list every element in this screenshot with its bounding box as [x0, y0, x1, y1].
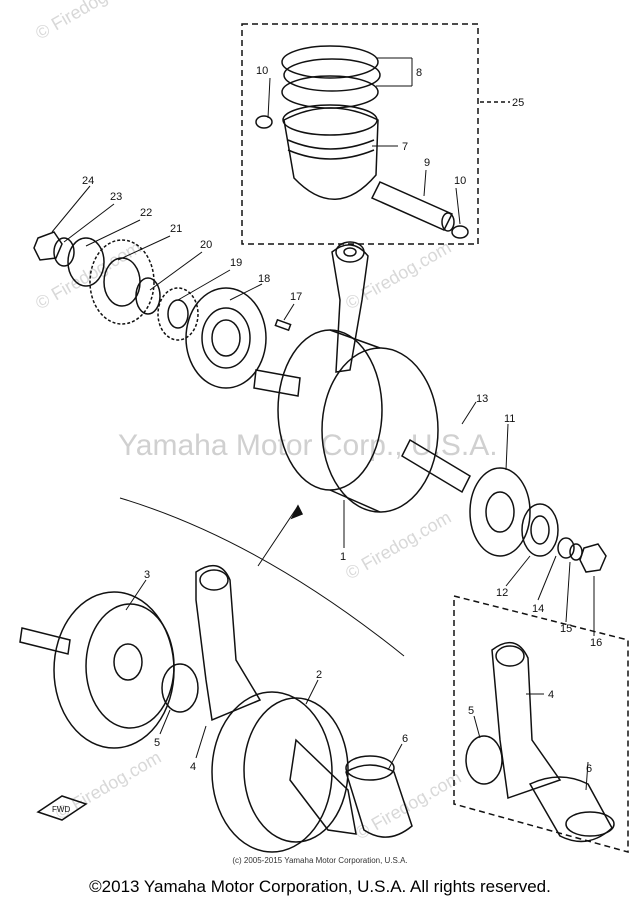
callout-17: 17 — [290, 291, 302, 303]
fwd-label: FWD — [52, 805, 70, 814]
callout-labels: 10 8 25 7 9 10 24 23 22 21 20 19 18 17 1… — [82, 65, 602, 775]
callout-19: 19 — [230, 257, 242, 269]
callout-16: 16 — [590, 637, 602, 649]
watermark-site: © Firedog.com — [342, 507, 454, 583]
watermark-layer: © Firedog.com © Firedog.com © Firedog.co… — [32, 0, 498, 843]
callout-14: 14 — [532, 603, 544, 615]
watermark-site: © Firedog.com — [32, 0, 144, 43]
callout-5: 5 — [154, 737, 160, 749]
callout-leaders — [51, 57, 595, 791]
footer-copyright: ©2013 Yamaha Motor Corporation, U.S.A. A… — [89, 877, 551, 896]
crankshaft-main — [253, 241, 607, 573]
rod-assembly-group — [453, 595, 629, 853]
watermark-site: © Firedog.com — [352, 767, 464, 843]
callout-5b: 5 — [468, 705, 474, 717]
callout-9: 9 — [424, 157, 430, 169]
callout-21: 21 — [170, 223, 182, 235]
callout-4b: 4 — [548, 689, 554, 701]
callout-12: 12 — [496, 587, 508, 599]
callout-7: 7 — [402, 141, 408, 153]
crankshaft-exploded-lower — [19, 497, 413, 853]
callout-15: 15 — [560, 623, 572, 635]
callout-10: 10 — [256, 65, 268, 77]
callout-11: 11 — [504, 413, 515, 425]
callout-23: 23 — [110, 191, 122, 203]
callout-18: 18 — [258, 273, 270, 285]
piston-assembly-group — [241, 23, 510, 245]
callout-22: 22 — [140, 207, 152, 219]
watermark-site: © Firedog.com — [32, 237, 144, 313]
callout-3: 3 — [144, 569, 150, 581]
callout-6: 6 — [402, 733, 408, 745]
callout-25: 25 — [512, 97, 524, 109]
fwd-arrow: FWD — [36, 795, 88, 821]
callout-20: 20 — [200, 239, 212, 251]
callout-8: 8 — [416, 67, 422, 79]
callout-24: 24 — [82, 175, 94, 187]
callout-13: 13 — [476, 393, 488, 405]
callout-2: 2 — [316, 669, 322, 681]
watermark-main: Yamaha Motor Corp., U.S.A. — [118, 429, 498, 462]
callout-6b: 6 — [586, 763, 592, 775]
callout-10b: 10 — [454, 175, 466, 187]
callout-4: 4 — [190, 761, 196, 773]
callout-1: 1 — [340, 551, 346, 563]
gear-stack-group — [33, 231, 292, 389]
inner-copyright: (c) 2005-2015 Yamaha Motor Corporation, … — [232, 856, 408, 865]
